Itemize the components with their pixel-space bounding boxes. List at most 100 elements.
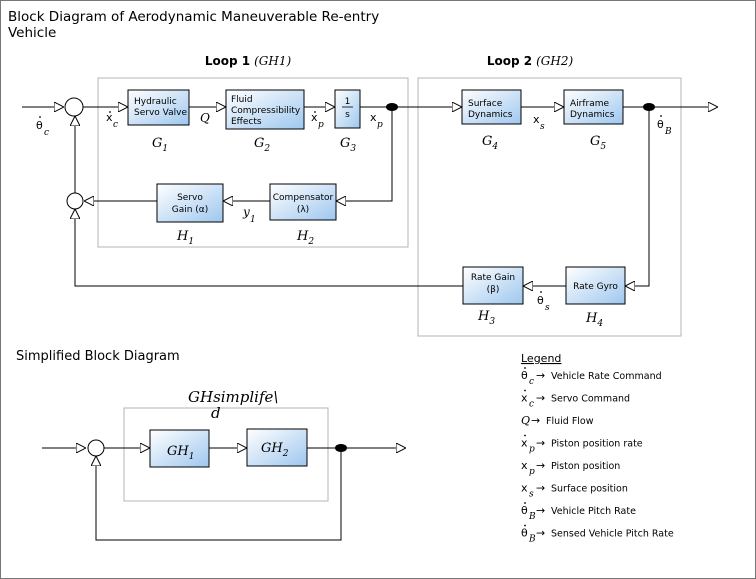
- legend-item-subscript: c: [529, 400, 534, 410]
- signal-q: Q: [200, 111, 210, 125]
- legend-item-arrow: →: [536, 482, 545, 495]
- diagram-title-line2: Vehicle: [8, 25, 56, 41]
- loop1-title: Loop 1(GH1): [205, 54, 292, 68]
- label-g4: G4: [482, 134, 498, 152]
- block-g1: [127, 89, 190, 126]
- block-h1: [156, 183, 224, 223]
- svg-text:x: x: [311, 111, 318, 124]
- legend-item-arrow: →: [536, 504, 545, 517]
- block-h1-line1: Servo: [177, 193, 203, 203]
- svg-text:x: x: [370, 111, 377, 124]
- block-gh1: [149, 429, 210, 468]
- loop2-group: [417, 77, 682, 337]
- signal-xc: x c: [106, 111, 118, 130]
- legend-item-arrow: →: [536, 392, 545, 405]
- simplified-title: Simplified Block Diagram: [16, 349, 180, 364]
- legend-item-dot: [524, 502, 526, 504]
- block-gh2: [246, 428, 308, 467]
- svg-text:c: c: [44, 128, 49, 138]
- legend-item-symbol: θ: [521, 369, 528, 382]
- signal-theta-s: θ s: [537, 291, 550, 313]
- block-h4: [565, 266, 626, 305]
- legend-item: Q→Fluid Flow: [521, 414, 594, 427]
- svg-text:y: y: [242, 205, 250, 219]
- block-h2: [269, 183, 337, 221]
- legend-item-text: Servo Command: [551, 394, 630, 405]
- takeoff-point-theta-b: [643, 103, 655, 111]
- loop2-title: Loop 2(GH2): [487, 54, 574, 68]
- block-h3-line2: (β): [487, 285, 500, 295]
- simplified-group: [123, 407, 329, 502]
- legend-item-symbol: Q: [521, 414, 530, 427]
- block-g2-line1: Fluid: [231, 95, 253, 105]
- legend-item-arrow: →: [536, 369, 545, 382]
- summing-junction-2: [66, 192, 84, 210]
- signal-theta-c: θ c: [36, 116, 49, 138]
- legend-title: Legend: [521, 352, 561, 365]
- legend-item-subscript: c: [529, 377, 534, 387]
- label-g3: G3: [340, 136, 356, 154]
- block-g2: [225, 89, 305, 130]
- svg-text:s: s: [540, 122, 545, 132]
- block-g1-line1: Hydraulic: [134, 97, 177, 107]
- legend-item-arrow: →: [536, 437, 545, 450]
- svg-text:p: p: [318, 120, 324, 130]
- svg-text:θ: θ: [537, 294, 544, 307]
- legend-item-subscript: p: [529, 445, 535, 455]
- legend-item-symbol: x: [521, 437, 528, 450]
- block-g2-line2: Compressibility: [231, 106, 301, 116]
- takeoff-point-xp: [386, 103, 398, 111]
- legend-item-text: Vehicle Pitch Rate: [551, 506, 636, 517]
- legend-item-dot: [524, 434, 526, 437]
- signal-xp-dot: x p: [311, 111, 324, 130]
- legend-item-symbol: x: [521, 392, 528, 405]
- line-h3-sum2: [75, 209, 463, 287]
- svg-text:c: c: [113, 120, 118, 130]
- label-g5: G5: [590, 134, 606, 152]
- signal-xs: x s: [533, 113, 545, 132]
- legend-item-arrow: →: [536, 527, 545, 540]
- legend-item-symbol: θ: [521, 504, 528, 517]
- signal-xp: x p: [370, 111, 383, 130]
- svg-text:s: s: [545, 303, 550, 313]
- block-g3: [334, 89, 361, 129]
- block-h1-line2: Gain (α): [172, 205, 209, 215]
- block-g1-line2: Servo Valve: [134, 108, 187, 118]
- legend-item-text: Fluid Flow: [546, 416, 594, 427]
- signal-y1: y 1: [242, 205, 256, 225]
- simplified-takeoff-point: [335, 444, 347, 452]
- svg-text:1: 1: [250, 215, 256, 225]
- block-g2-line3: Effects: [231, 117, 262, 127]
- legend-item-text: Sensed Vehicle Pitch Rate: [551, 529, 674, 540]
- svg-text:θ: θ: [36, 119, 43, 132]
- block-h2-line2: (λ): [297, 205, 309, 215]
- label-h2: H2: [296, 229, 314, 247]
- svg-text:x: x: [106, 111, 113, 124]
- svg-text:p: p: [377, 120, 383, 130]
- svg-text:B: B: [664, 127, 672, 137]
- block-g3-num: 1: [345, 97, 351, 107]
- block-g4-line1: Surface: [468, 99, 503, 109]
- legend-item-symbol: x: [521, 482, 528, 495]
- line-node-h4: [625, 111, 650, 286]
- legend-item-subscript: s: [529, 490, 534, 500]
- block-g3-den: s: [345, 110, 350, 120]
- block-h2-line1: Compensator: [273, 193, 334, 203]
- label-g1: G1: [152, 136, 168, 154]
- block-g5: [563, 89, 624, 125]
- label-h1: H1: [176, 229, 194, 247]
- simplified-group-label-line1: GHsimplife\: [188, 388, 278, 406]
- line-node-h2: [336, 111, 393, 201]
- legend-item-text: Piston position: [551, 461, 620, 472]
- simplified-summing-junction: [87, 439, 105, 457]
- loop1-group: [97, 77, 409, 248]
- block-h4-line1: Rate Gyro: [573, 282, 618, 292]
- svg-text:θ: θ: [657, 118, 664, 131]
